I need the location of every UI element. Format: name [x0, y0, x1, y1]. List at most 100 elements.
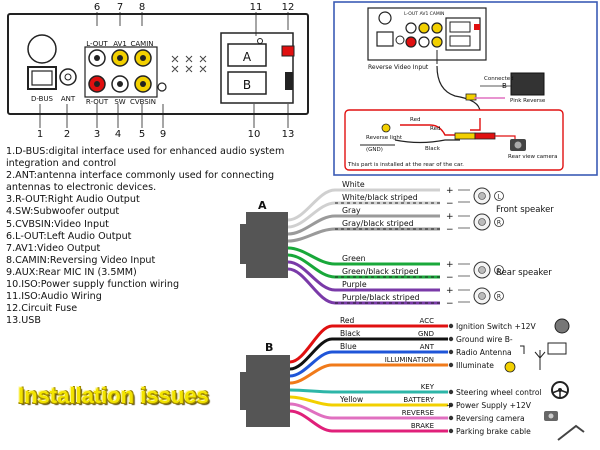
power-wire: [289, 395, 448, 407]
wire-label: Gray/black striped: [342, 219, 414, 228]
power-wire: [289, 363, 448, 385]
wire-label: Gray: [342, 206, 361, 215]
wire-terminal: [448, 428, 454, 434]
battery-icon: [547, 342, 567, 355]
legend-line: 5.CVBSIN:Video Input: [6, 218, 109, 230]
wire-destination-label: Ignition Switch +12V: [456, 322, 536, 331]
vent-grille: [171, 55, 207, 73]
callout-number: 9: [160, 129, 166, 140]
speaker-wire: [287, 227, 440, 243]
wire-color-label: Red: [340, 316, 354, 325]
polarity-sign: +: [446, 401, 453, 410]
speaker-wire: [287, 253, 440, 279]
wire-label: Green/black striped: [342, 267, 419, 276]
polarity-sign: +: [446, 186, 454, 196]
antenna-icon: [534, 350, 546, 370]
wire-destination-label: Parking brake cable: [456, 427, 531, 436]
power-wire: [289, 409, 448, 433]
reverse-input-label: Reverse Video Input: [368, 64, 429, 71]
legend-line: 11.ISO:Audio Wiring: [6, 291, 102, 303]
wire-destination-label: Steering wheel control: [456, 388, 542, 397]
wire-terminal: [448, 349, 454, 355]
legend-line: 4.SW:Subwoofer output: [6, 206, 120, 218]
polarity-sign: −: [446, 199, 454, 209]
callout-number: 2: [64, 129, 70, 140]
speaker-lead: [458, 289, 470, 303]
usb-port: [285, 72, 293, 90]
callout-number: 8: [139, 2, 145, 13]
polarity-sign: −: [446, 225, 454, 235]
wire-label: Green: [342, 254, 366, 263]
ant-label: ANT: [61, 95, 76, 103]
power-wire: [289, 350, 448, 378]
ignition-key-icon: [554, 318, 570, 334]
speaker-side-letter: R: [497, 294, 501, 301]
legend-line: 9.AUX:Rear MIC IN (3.5MM): [6, 266, 137, 278]
legend-line: 3.R-OUT:Right Audio Output: [6, 194, 140, 206]
wire-color-label: Black: [340, 329, 361, 338]
wire-function-label: BATTERY: [403, 396, 434, 404]
wire-terminal: [448, 415, 454, 421]
polarity-sign: +: [446, 286, 454, 296]
callout-number: 7: [117, 2, 123, 13]
speaker-wire: [287, 188, 440, 222]
jack-label: R-OUT: [86, 98, 109, 106]
speaker-side-letter: L: [497, 194, 501, 201]
jack-label: L-OUT: [404, 11, 418, 17]
wire-color-label: Blue: [340, 342, 357, 351]
wire-terminal: [448, 389, 454, 395]
connector-b: B Red ACC Ignition Switch +12V Black GND Groun…: [240, 316, 585, 441]
pink-reverse-label: Pink Reverse: [510, 98, 546, 104]
callout-number: 11: [250, 2, 263, 13]
speaker-side-badge: [494, 291, 504, 301]
wire-destination-label: Radio Antenna: [456, 348, 512, 357]
legend-line: 1.D-BUS:digital interface used for enhan…: [6, 146, 285, 157]
wire-label: Purple/black striped: [342, 293, 420, 302]
speaker-wire: [287, 260, 440, 292]
connector-b-letter: B: [265, 341, 273, 354]
legend-line: 7.AV1:Video Output: [6, 242, 101, 254]
wire-terminal: [448, 402, 454, 408]
wire-destination-label: Ground wire B-: [456, 335, 513, 344]
dbus-round-port: [27, 34, 57, 64]
legend-line: 13.USB: [6, 315, 41, 327]
legend-line: antennas to electronic devices.: [6, 182, 157, 194]
jack-label: AV1: [113, 40, 127, 48]
pink-reverse-connector: [510, 72, 545, 96]
power-wire: [289, 402, 448, 420]
polarity-sign: −: [446, 273, 454, 283]
wire-terminal: [448, 323, 454, 329]
wire-terminal: [448, 336, 454, 342]
dbus-label: D-BUS: [31, 95, 54, 103]
polarity-sign: −: [446, 299, 454, 309]
legend-line: 8.CAMIN:Reversing Video Input: [6, 254, 156, 266]
jack-label: CAMIN: [130, 40, 153, 48]
fuse: [281, 45, 295, 57]
red-wire-label: Red: [430, 126, 440, 132]
wire-function-label: ACC: [420, 317, 435, 325]
connector-b-letter: B: [502, 82, 507, 90]
speaker-side-letter: R: [497, 220, 501, 227]
speaker-lead: [458, 189, 470, 203]
wire-function-label: GND: [418, 330, 434, 338]
wire-label: Purple: [342, 280, 367, 289]
port-legend: 1.D-BUS:digital interface used for enhan…: [6, 146, 336, 327]
speaker-lead: [458, 215, 470, 229]
legend-line: 12.Circuit Fuse: [6, 303, 78, 315]
callout-number: 3: [94, 129, 100, 140]
wire-destination-label: Illuminate: [456, 361, 494, 370]
ground-icon: [520, 345, 525, 354]
callout-number: 12: [282, 2, 295, 13]
wire-function-label: REVERSE: [402, 409, 434, 417]
wire-function-label: ILLUMINATION: [385, 356, 434, 364]
rear-speaker-label: Rear speaker: [496, 268, 552, 278]
camera-label: Rear view camera: [508, 154, 558, 160]
legend-line: integration and control: [6, 158, 117, 170]
connector-a-letter: A: [258, 199, 267, 212]
speaker-side-badge: [494, 265, 504, 275]
legend-line: 10.ISO:Power supply function wiring: [6, 279, 180, 291]
iso-a-label: A: [243, 50, 252, 64]
power-wire: [289, 324, 448, 364]
speaker-wire: [287, 246, 440, 266]
